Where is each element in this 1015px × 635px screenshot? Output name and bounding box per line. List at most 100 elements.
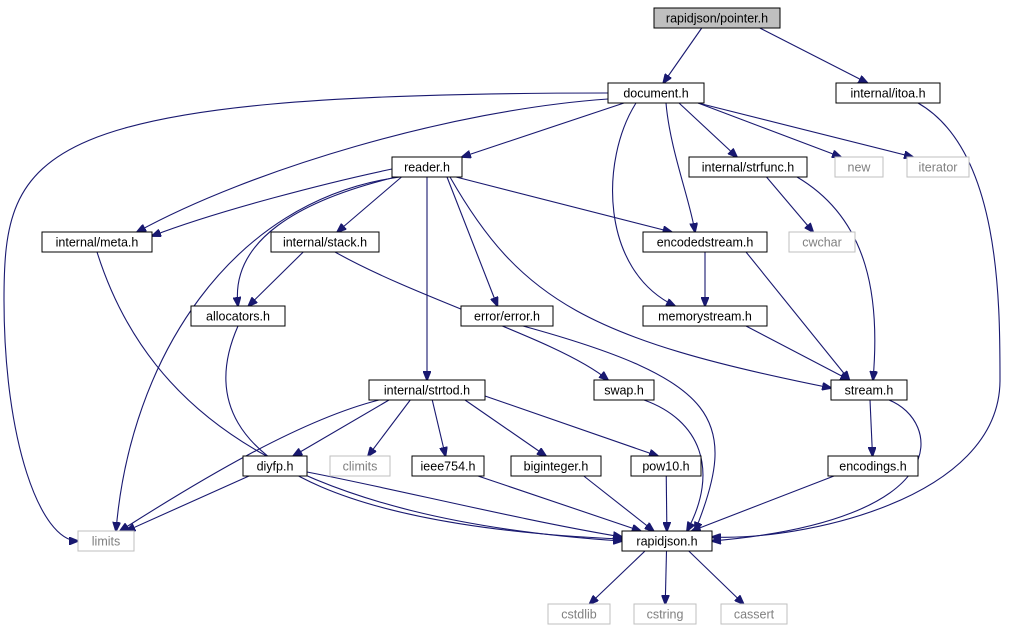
edge-reader-to-stack — [337, 176, 402, 232]
edge-strfunc-to-cwchar — [766, 176, 814, 232]
edge-meta-to-rapidjson — [96, 251, 622, 541]
node-encodings[interactable]: encodings.h — [827, 455, 919, 477]
node-stream[interactable]: stream.h — [830, 379, 908, 401]
node-box-itoa — [835, 82, 941, 104]
node-memorystream[interactable]: memorystream.h — [642, 305, 768, 327]
edge-reader-to-stream — [449, 176, 831, 388]
node-label-diyfp: diyfp.h — [257, 460, 294, 474]
edge-ieee754-to-rapidjson — [477, 475, 641, 531]
edge-reader-to-error — [446, 176, 497, 306]
edge-document-to-memorystream — [612, 102, 675, 306]
node-encodedstream[interactable]: encodedstream.h — [642, 231, 768, 253]
edge-rapidjson-to-cstdlib — [590, 550, 646, 604]
edge-strfunc-to-stream — [796, 176, 875, 380]
node-rapidjson[interactable]: rapidjson.h — [621, 530, 713, 552]
node-cwchar: cwchar — [788, 231, 856, 253]
node-label-error: error/error.h — [474, 310, 540, 324]
node-reader[interactable]: reader.h — [391, 156, 463, 178]
node-label-pow10: pow10.h — [642, 460, 689, 474]
node-diyfp[interactable]: diyfp.h — [242, 455, 308, 477]
node-box-strtod — [368, 379, 486, 401]
node-label-swap: swap.h — [604, 384, 644, 398]
node-document[interactable]: document.h — [607, 82, 705, 104]
node-label-ieee754: ieee754.h — [421, 460, 476, 474]
node-box-stack — [270, 231, 380, 253]
edge-encodings-to-rapidjson — [692, 475, 835, 531]
edge-pointer-to-itoa — [759, 27, 868, 83]
node-label-document: document.h — [623, 87, 688, 101]
edge-reader-to-limits — [116, 176, 401, 531]
node-box-cstdlib — [547, 603, 611, 625]
edge-strtod-to-pow10 — [484, 395, 658, 456]
edge-document-to-new — [697, 102, 841, 157]
node-box-limits — [77, 530, 135, 552]
edge-pointer-to-document — [663, 27, 703, 83]
node-stack[interactable]: internal/stack.h — [270, 231, 380, 253]
edge-document-to-encodedstream — [665, 102, 695, 232]
node-box-encodings — [827, 455, 919, 477]
node-iterator: iterator — [906, 156, 970, 178]
node-box-diyfp — [242, 455, 308, 477]
edge-itoa-to-rapidjson — [712, 102, 1001, 537]
node-label-cwchar: cwchar — [802, 236, 842, 250]
node-label-cstring: cstring — [647, 608, 684, 622]
node-strtod[interactable]: internal/strtod.h — [368, 379, 486, 401]
node-label-new: new — [848, 161, 872, 175]
node-error[interactable]: error/error.h — [460, 305, 554, 327]
node-box-stream — [830, 379, 908, 401]
edge-biginteger-to-rapidjson — [583, 475, 654, 531]
node-label-allocators: allocators.h — [206, 310, 270, 324]
node-biginteger[interactable]: biginteger.h — [510, 455, 602, 477]
edge-document-to-meta — [137, 98, 609, 232]
node-box-document — [607, 82, 705, 104]
node-box-swap — [593, 379, 655, 401]
node-allocators[interactable]: allocators.h — [190, 305, 286, 327]
node-box-rapidjson — [621, 530, 713, 552]
node-swap[interactable]: swap.h — [593, 379, 655, 401]
node-pow10[interactable]: pow10.h — [630, 455, 702, 477]
edge-document-to-iterator — [697, 102, 913, 157]
node-label-rapidjson: rapidjson.h — [636, 535, 697, 549]
node-cstdlib: cstdlib — [547, 603, 611, 625]
edge-strtod-to-ieee754 — [431, 399, 445, 456]
edge-rapidjson-to-cstring — [665, 550, 666, 604]
node-box-cstring — [633, 603, 697, 625]
node-label-cassert: cassert — [734, 608, 775, 622]
node-label-biginteger: biginteger.h — [524, 460, 589, 474]
node-box-error — [460, 305, 554, 327]
node-pointer[interactable]: rapidjson/pointer.h — [653, 7, 781, 29]
node-itoa[interactable]: internal/itoa.h — [835, 82, 941, 104]
node-box-strfunc — [688, 156, 808, 178]
node-label-stream: stream.h — [845, 384, 894, 398]
edge-reader-to-allocators — [237, 176, 397, 306]
edge-swap-to-rapidjson — [643, 399, 704, 531]
edge-strtod-to-limits — [120, 399, 380, 531]
node-cassert: cassert — [720, 603, 788, 625]
edge-allocators-to-rapidjson — [225, 325, 622, 539]
node-box-iterator — [906, 156, 970, 178]
node-label-climits: climits — [343, 460, 378, 474]
edge-stack-to-allocators — [248, 251, 304, 306]
edge-pow10-to-rapidjson — [666, 475, 667, 531]
edges-layer — [3, 27, 1001, 604]
edge-document-to-reader — [462, 102, 625, 157]
edge-reader-to-meta — [152, 168, 393, 236]
edge-reader-to-encodedstream — [455, 176, 672, 232]
node-label-pointer: rapidjson/pointer.h — [666, 12, 768, 26]
nodes-layer: rapidjson/pointer.h document.h internal/it… — [41, 7, 970, 625]
edge-document-to-strfunc — [678, 102, 737, 157]
node-new: new — [834, 156, 884, 178]
node-box-cassert — [720, 603, 788, 625]
edge-diyfp-to-limits — [126, 475, 250, 531]
node-meta[interactable]: internal/meta.h — [41, 231, 153, 253]
node-label-cstdlib: cstdlib — [561, 608, 596, 622]
edge-encodedstream-to-stream — [745, 251, 849, 380]
node-ieee754[interactable]: ieee754.h — [411, 455, 485, 477]
edge-rapidjson-to-cassert — [688, 550, 744, 604]
node-climits: climits — [329, 455, 391, 477]
node-box-encodedstream — [642, 231, 768, 253]
edge-memorystream-to-stream — [745, 325, 849, 380]
node-strfunc[interactable]: internal/strfunc.h — [688, 156, 808, 178]
node-limits: limits — [77, 530, 135, 552]
